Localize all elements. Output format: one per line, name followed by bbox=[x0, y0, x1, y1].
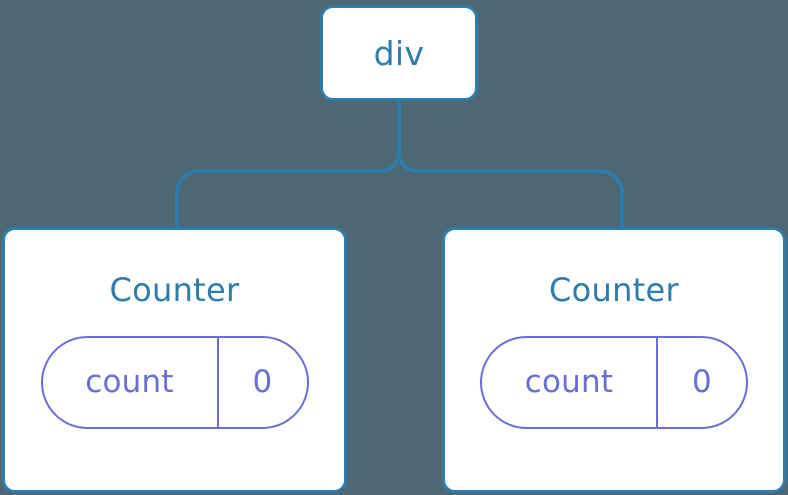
node-component-counter-right[interactable]: Counter count 0 bbox=[442, 227, 786, 493]
state-key-label: count bbox=[43, 338, 219, 427]
state-value-label: 0 bbox=[692, 364, 712, 400]
state-pill-count[interactable]: count 0 bbox=[480, 336, 748, 429]
connector-edge-left bbox=[175, 146, 401, 232]
state-key-label: count bbox=[482, 338, 658, 427]
connector-edge-right bbox=[397, 146, 624, 232]
state-value-label: 0 bbox=[252, 364, 273, 400]
node-component-counter-left[interactable]: Counter count 0 bbox=[2, 227, 347, 493]
state-pill-count[interactable]: count 0 bbox=[40, 336, 309, 429]
component-title: Counter bbox=[109, 271, 240, 309]
node-root-div[interactable]: div bbox=[320, 5, 478, 101]
component-title: Counter bbox=[549, 271, 679, 309]
root-node-label: div bbox=[373, 33, 425, 73]
